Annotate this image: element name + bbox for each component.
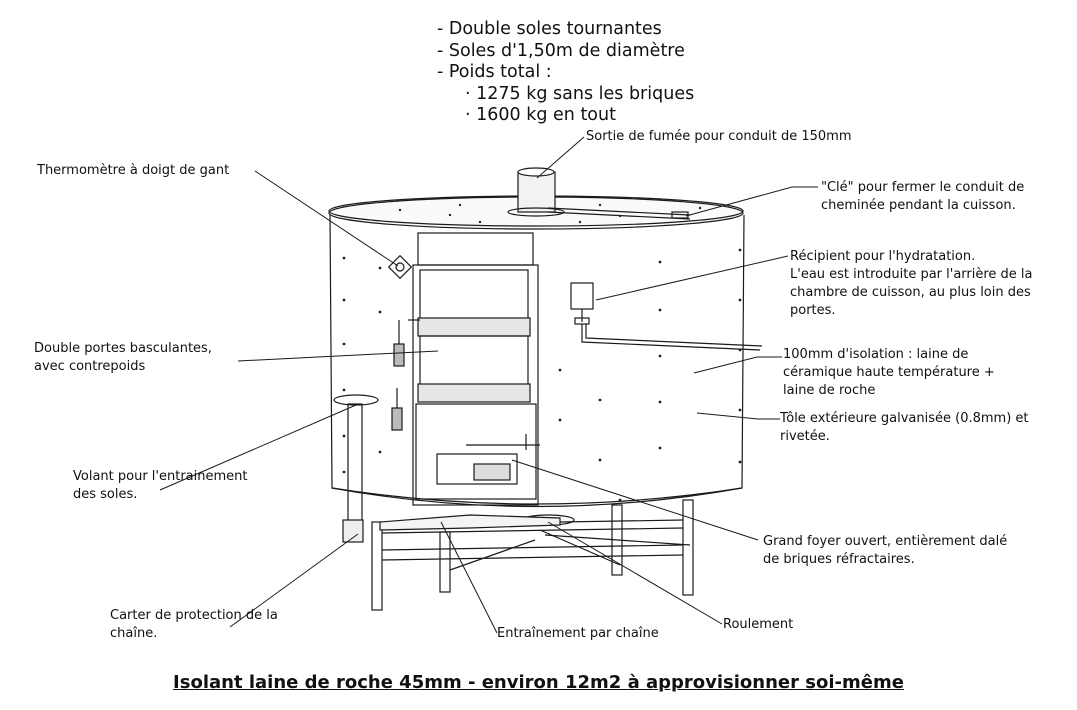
label-line: L'eau est introduite par l'arrière de la	[790, 267, 1033, 282]
label-line: chaîne.	[110, 626, 158, 641]
spec-line: - Double soles tournantes	[437, 19, 662, 39]
label-line: "Clé" pour fermer le conduit de	[821, 180, 1025, 195]
label-line: des soles.	[73, 487, 138, 502]
spec-line: - Poids total :	[437, 62, 552, 82]
label-line: avec contrepoids	[34, 359, 146, 374]
door-frame	[412, 232, 540, 506]
label-chain-drive: Entraînement par chaîne	[497, 626, 659, 641]
label-line: laine de roche	[783, 383, 876, 398]
specs-block: - Double soles tournantes - Soles d'1,50…	[437, 19, 694, 127]
label-flue-key: "Clé" pour fermer le conduit de cheminée…	[821, 179, 1024, 215]
label-sheet-metal: Tôle extérieure galvanisée (0.8mm) et ri…	[780, 410, 1029, 446]
spec-line: · 1275 kg sans les briques	[465, 83, 695, 104]
label-smoke-outlet: Sortie de fumée pour conduit de 150mm	[586, 129, 852, 144]
label-line: Volant pour l'entrainement	[73, 469, 248, 484]
handwheel	[333, 394, 379, 543]
label-line: chambre de cuisson, au plus loin des	[790, 285, 1031, 300]
label-line: Grand foyer ouvert, entièrement dalé	[763, 534, 1008, 549]
counterweights	[391, 319, 420, 431]
label-bearing: Roulement	[723, 617, 794, 632]
label-thermometer: Thermomètre à doigt de gant	[37, 163, 230, 178]
label-line: Récipient pour l'hydratation.	[790, 249, 976, 264]
label-firebox: Grand foyer ouvert, entièrement dalé de …	[763, 533, 1007, 569]
spec-line: - Soles d'1,50m de diamètre	[437, 40, 685, 61]
hydration-cup	[570, 282, 763, 351]
label-line: Carter de protection de la	[110, 608, 278, 623]
thermometer	[387, 254, 413, 280]
spec-line: · 1600 kg en tout	[465, 105, 616, 125]
label-line: portes.	[790, 303, 836, 318]
rivets	[342, 203, 742, 502]
label-line: Tôle extérieure galvanisée (0.8mm) et	[780, 411, 1029, 426]
label-line: cheminée pendant la cuisson.	[821, 198, 1016, 213]
label-line: de briques réfractaires.	[763, 552, 915, 567]
stand	[371, 499, 694, 611]
label-line: céramique haute température +	[783, 365, 995, 380]
label-line: 100mm d'isolation : laine de	[783, 347, 969, 362]
label-line: rivetée.	[780, 429, 830, 444]
label-doors: Double portes basculantes, avec contrepo…	[34, 340, 212, 376]
label-hydration: Récipient pour l'hydratation. L'eau est …	[790, 248, 1033, 320]
leader-lines	[159, 136, 818, 634]
caption: Isolant laine de roche 45mm - environ 12…	[173, 672, 904, 693]
oven-body	[328, 195, 745, 508]
label-chain-guard: Carter de protection de la chaîne.	[110, 607, 278, 643]
label-line: Double portes basculantes,	[34, 341, 212, 356]
label-insulation: 100mm d'isolation : laine de céramique h…	[783, 346, 995, 400]
label-handwheel: Volant pour l'entrainement des soles.	[73, 468, 247, 504]
